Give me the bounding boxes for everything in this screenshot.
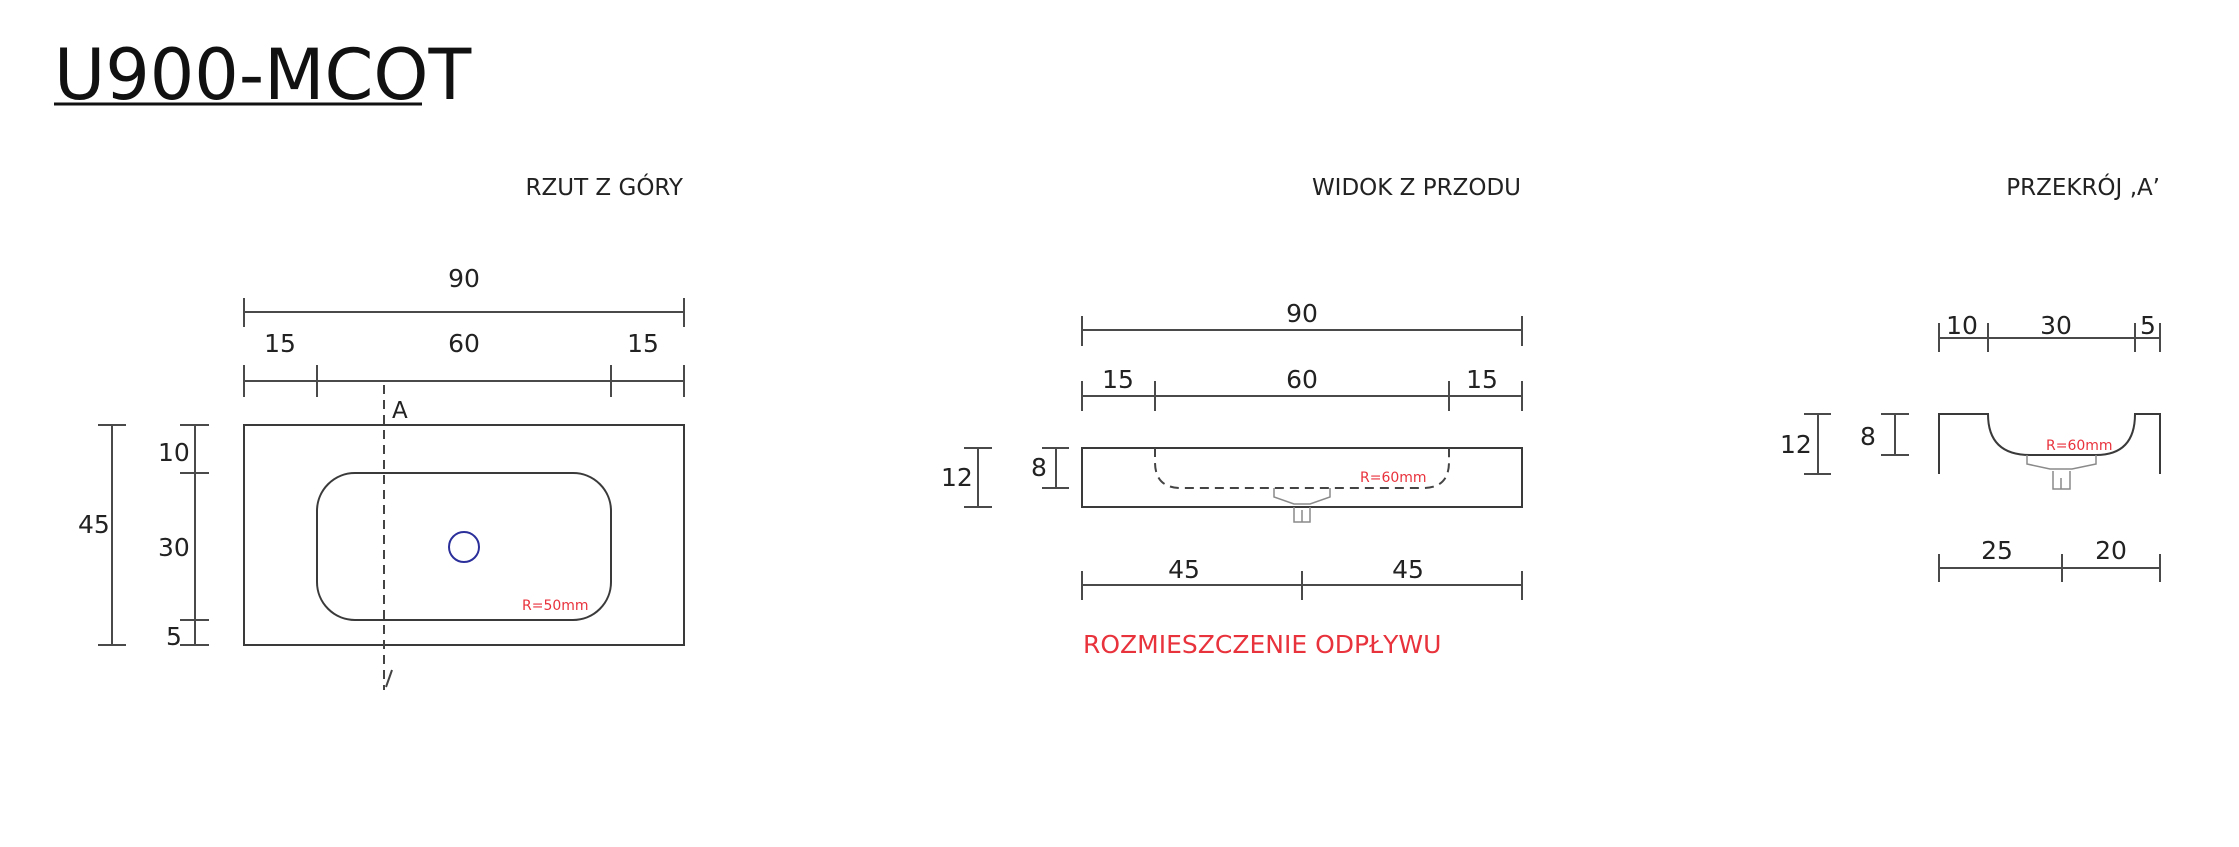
section-arrow [385, 669, 393, 688]
svg-text:8: 8 [1860, 422, 1876, 451]
product-title: U900-MCOT [54, 34, 471, 116]
svg-text:8: 8 [1031, 453, 1047, 482]
svg-text:10: 10 [158, 438, 190, 467]
front-view: WIDOK Z PRZODU 90 15 60 15 R=60mm 12 [941, 175, 1523, 659]
svg-text:12: 12 [941, 463, 973, 492]
svg-text:25: 25 [1981, 536, 2013, 565]
top-depth-total-dimension: 45 [78, 424, 126, 646]
svg-text:12: 12 [1780, 430, 1812, 459]
svg-text:15: 15 [264, 329, 296, 358]
svg-text:90: 90 [448, 264, 480, 293]
front-width-parts-dimension: 15 60 15 [1081, 365, 1523, 411]
section-marker: A [392, 398, 408, 424]
top-view-label: RZUT Z GÓRY [526, 173, 684, 201]
section-height-dimension: 12 [1780, 413, 1831, 475]
front-outline [1081, 447, 1523, 508]
front-height-dimension: 12 [941, 447, 992, 508]
top-view: RZUT Z GÓRY 90 15 60 15 R=50mm A [78, 173, 685, 690]
top-width-parts-dimension: 15 60 15 [243, 329, 685, 397]
section-view: PRZEKRÓJ ‚A’ 10 30 5 R=60mm 12 8 [1780, 173, 2161, 582]
svg-text:45: 45 [78, 510, 110, 539]
section-basin-depth-dimension: 8 [1860, 413, 1909, 456]
svg-text:30: 30 [158, 533, 190, 562]
svg-text:45: 45 [1168, 555, 1200, 584]
drain-position-dimension: 45 45 [1081, 555, 1523, 600]
drain-circle [448, 531, 480, 563]
svg-text:5: 5 [166, 622, 182, 651]
svg-text:10: 10 [1946, 311, 1978, 340]
basin-outline [316, 472, 612, 621]
drain-placement-note: ROZMIESZCZENIE ODPŁYWU [1083, 630, 1441, 659]
section-drain-fitting [2026, 455, 2097, 490]
svg-text:45: 45 [1392, 555, 1424, 584]
section-view-label: PRZEKRÓJ ‚A’ [2006, 173, 2160, 201]
front-width-dimension: 90 [1081, 299, 1523, 346]
section-width-parts-dimension: 10 30 5 [1938, 311, 2161, 352]
basin-radius-label: R=50mm [522, 598, 589, 614]
svg-text:15: 15 [1102, 365, 1134, 394]
svg-text:5: 5 [2140, 311, 2156, 340]
front-radius-label: R=60mm [1360, 470, 1427, 486]
svg-text:60: 60 [448, 329, 480, 358]
front-view-label: WIDOK Z PRZODU [1312, 175, 1521, 201]
svg-text:30: 30 [2040, 311, 2072, 340]
section-drain-position-dimension: 25 20 [1938, 536, 2161, 582]
top-width-dimension: 90 [243, 264, 685, 327]
svg-text:15: 15 [627, 329, 659, 358]
top-depth-parts-dimension: 10 30 5 [158, 424, 209, 651]
drain-fitting [1273, 488, 1331, 523]
svg-text:90: 90 [1286, 299, 1318, 328]
section-radius-label: R=60mm [2046, 438, 2113, 454]
svg-text:60: 60 [1286, 365, 1318, 394]
countertop-outline [243, 424, 685, 646]
section-profile [1938, 413, 2161, 474]
svg-text:15: 15 [1466, 365, 1498, 394]
front-basin-depth-dimension: 8 [1031, 447, 1069, 489]
svg-text:20: 20 [2095, 536, 2127, 565]
